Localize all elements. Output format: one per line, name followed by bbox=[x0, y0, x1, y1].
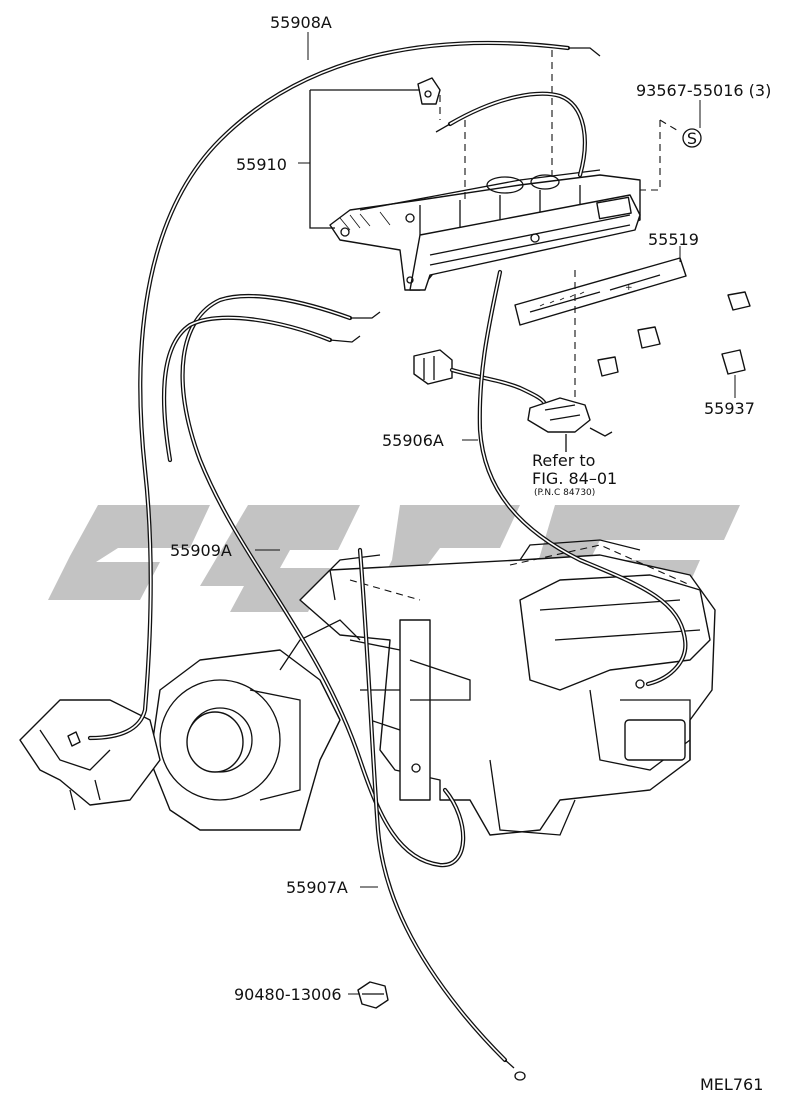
callout-90480-13006: 90480-13006 bbox=[234, 985, 342, 1004]
control-cables bbox=[67, 40, 688, 1081]
screw-marker: S bbox=[640, 119, 702, 191]
heater-unit-assembly bbox=[19, 539, 716, 836]
callout-55519: 55519 bbox=[648, 230, 699, 249]
callout-55910: 55910 bbox=[236, 155, 287, 174]
callout-55908A: 55908A bbox=[270, 13, 332, 32]
figure-code: MEL761 bbox=[700, 1075, 763, 1094]
svg-text:S: S bbox=[687, 129, 697, 148]
grommet-90480 bbox=[357, 981, 389, 1009]
reference-line-2: FIG. 84–01 bbox=[532, 469, 617, 488]
assembly-guide-lines bbox=[439, 50, 576, 400]
callout-55909A: 55909A bbox=[170, 541, 232, 560]
reference-line-1: Refer to bbox=[532, 451, 595, 470]
callout-55937: 55937 bbox=[704, 399, 755, 418]
svg-text:+: + bbox=[625, 283, 633, 293]
clip-55910 bbox=[309, 77, 441, 229]
reference-line-3: (P.N.C 84730) bbox=[534, 488, 595, 498]
blower-switch-harness bbox=[413, 349, 613, 452]
callout-55907A: 55907A bbox=[286, 878, 348, 897]
control-knobs bbox=[597, 291, 751, 377]
callout-55906A: 55906A bbox=[382, 431, 444, 450]
control-panel-plate: + bbox=[514, 257, 687, 326]
leader-lines bbox=[255, 32, 736, 995]
callout-93567-55016: 93567-55016 (3) bbox=[636, 81, 771, 100]
heater-control-unit bbox=[329, 169, 641, 291]
callout-labels: 55908A 93567-55016 (3) 55910 55519 55937… bbox=[170, 13, 771, 1094]
